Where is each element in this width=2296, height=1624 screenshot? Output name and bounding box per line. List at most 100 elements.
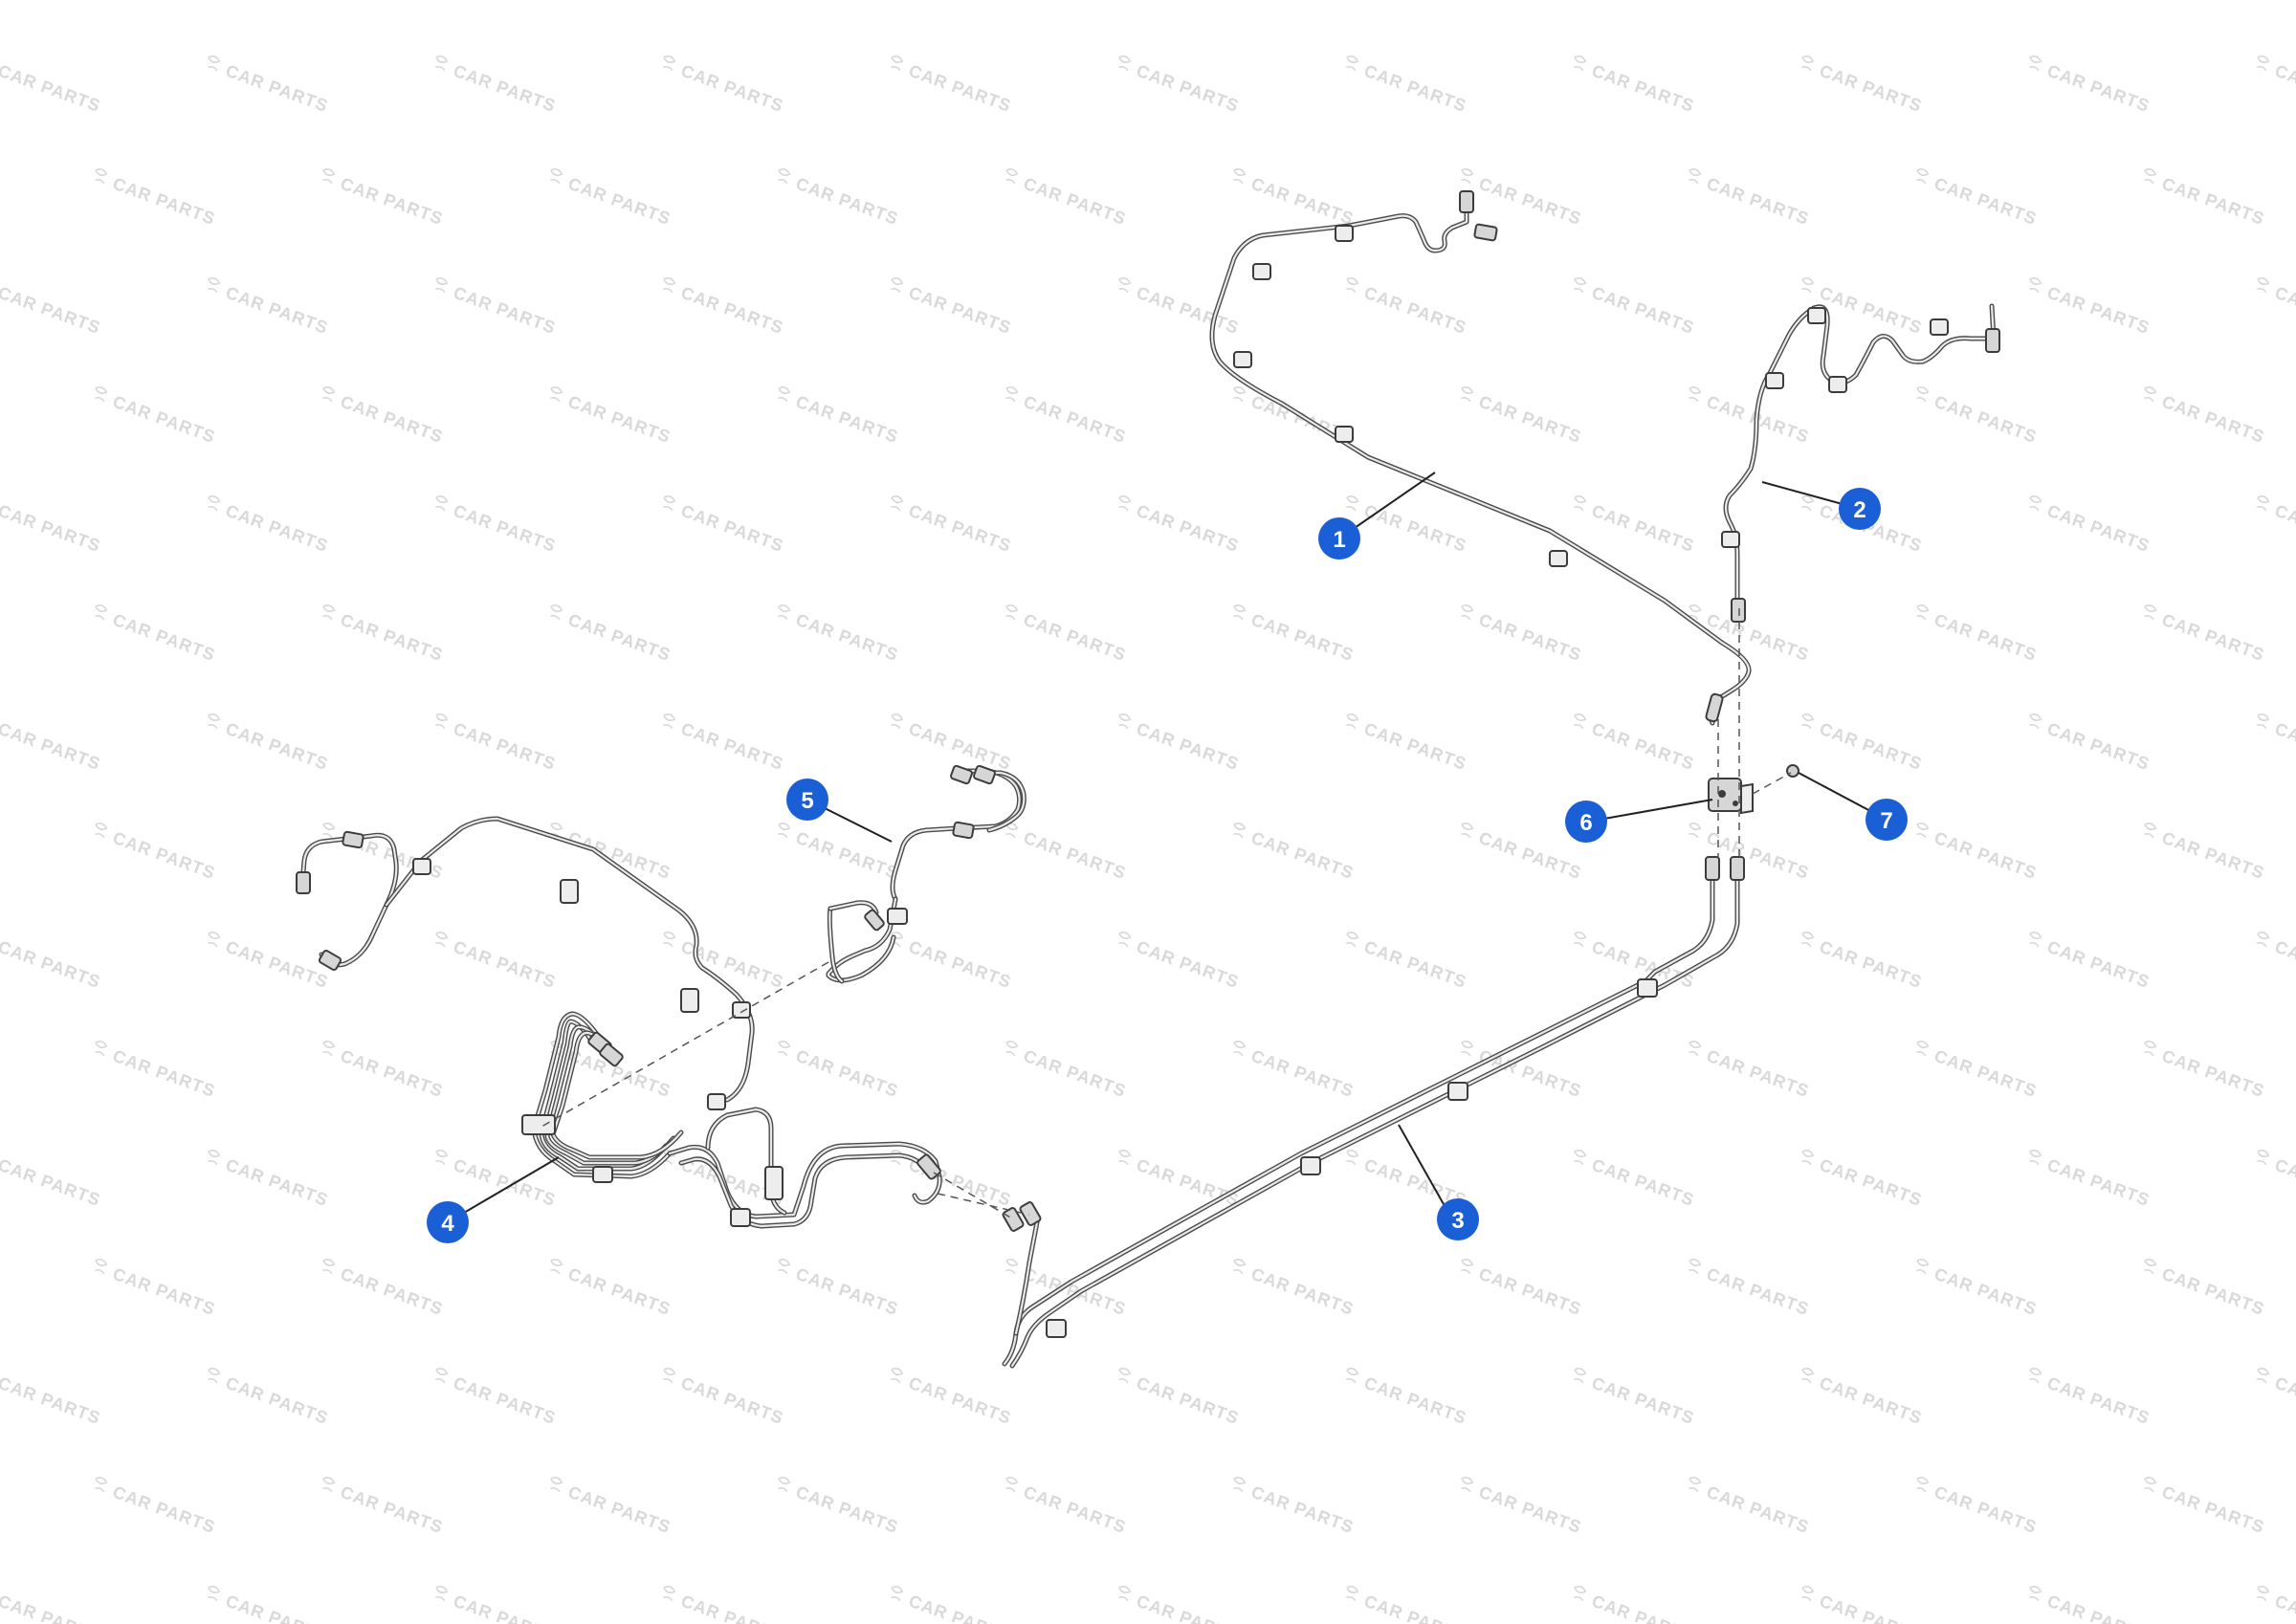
watermark: CAR PARTS [1689,386,1812,447]
watermark-text: CAR PARTS [2159,610,2267,665]
watermark-text: CAR PARTS [906,719,1014,774]
watermark: CAR PARTS [2257,713,2296,774]
watermark-text: CAR PARTS [1361,283,1469,338]
callout-1[interactable]: 1 [1318,517,1360,560]
watermark-text: CAR PARTS [1476,610,1584,665]
watermark: CAR PARTS [1801,1150,1925,1210]
watermark: CAR PARTS [778,386,901,447]
watermark: CAR PARTS [663,277,786,338]
watermark-text: CAR PARTS [1021,1046,1129,1101]
watermark-text: CAR PARTS [1134,1155,1242,1210]
part-7-fastener[interactable] [1786,764,1799,778]
watermark-text: CAR PARTS [2044,1155,2152,1210]
watermark-text: CAR PARTS [1248,1046,1357,1101]
watermark: CAR PARTS [1801,1586,1925,1624]
watermark: CAR PARTS [663,1368,786,1428]
watermark: CAR PARTS [1346,1368,1469,1428]
watermark-text: CAR PARTS [451,719,559,774]
callout-2[interactable]: 2 [1839,488,1881,530]
watermark: CAR PARTS [322,604,446,665]
watermark-text: CAR PARTS [0,283,103,338]
watermark-text: CAR PARTS [565,174,673,229]
watermark-text: CAR PARTS [1021,610,1129,665]
part-3-brake-line[interactable] [1002,856,1745,1369]
watermark: CAR PARTS [1574,1150,1697,1210]
watermark-text: CAR PARTS [223,1155,331,1210]
watermark: CAR PARTS [778,1041,901,1101]
watermark-text: CAR PARTS [1021,392,1129,447]
watermark: CAR PARTS [208,1586,331,1624]
watermark: CAR PARTS [1574,495,1697,556]
watermark: CAR PARTS [1574,713,1697,774]
watermark: CAR PARTS [208,1150,331,1210]
watermark-text: CAR PARTS [0,1373,103,1428]
callout-7[interactable]: 7 [1866,799,1908,841]
watermark: CAR PARTS [1689,1259,1812,1319]
watermark: CAR PARTS [1916,1477,2040,1537]
watermark: CAR PARTS [1118,1368,1242,1428]
callout-5[interactable]: 5 [786,779,828,821]
watermark: CAR PARTS [1233,1259,1357,1319]
part-2-brake-line[interactable] [1721,303,2000,623]
watermark-text: CAR PARTS [1134,61,1242,116]
watermark: CAR PARTS [1233,823,1357,883]
part-5-brake-line[interactable] [826,764,1027,984]
part-4-brake-line[interactable] [296,816,942,1229]
watermark-text: CAR PARTS [1817,283,1925,338]
watermark: CAR PARTS [1118,932,1242,992]
watermark-text: CAR PARTS [338,392,446,447]
watermark-text: CAR PARTS [2159,828,2267,883]
part-1-brake-line[interactable] [1209,190,1752,726]
watermark-text: CAR PARTS [2159,1264,2267,1319]
watermark-text: CAR PARTS [906,61,1014,116]
callout-4[interactable]: 4 [427,1201,469,1243]
watermark-text: CAR PARTS [110,1482,218,1537]
watermark: CAR PARTS [778,168,901,229]
watermark-text: CAR PARTS [1021,1482,1129,1537]
watermark: CAR PARTS [1005,386,1129,447]
watermark-text: CAR PARTS [1361,61,1469,116]
watermark: CAR PARTS [550,823,673,883]
watermark-text: CAR PARTS [1932,392,2040,447]
part-6-valve[interactable] [1708,778,1754,815]
watermark-text: CAR PARTS [0,937,103,992]
watermark-text: CAR PARTS [0,1591,103,1624]
watermark-text: CAR PARTS [906,283,1014,338]
watermark-text: CAR PARTS [906,1591,1014,1624]
watermark: CAR PARTS [1346,1586,1469,1624]
watermark-text: CAR PARTS [1248,1482,1357,1537]
watermark-text: CAR PARTS [110,174,218,229]
watermark-text: CAR PARTS [678,1373,786,1428]
watermark-text: CAR PARTS [2272,1373,2296,1428]
watermark: CAR PARTS [0,1155,103,1210]
watermark-text: CAR PARTS [223,501,331,556]
watermark: CAR PARTS [891,1368,1014,1428]
watermark: CAR PARTS [322,1041,446,1101]
watermark-text: CAR PARTS [338,610,446,665]
watermark: CAR PARTS [1461,1259,1584,1319]
watermark-text: CAR PARTS [1248,610,1357,665]
callout-6[interactable]: 6 [1565,801,1607,843]
watermark-text: CAR PARTS [338,174,446,229]
watermark: CAR PARTS [1118,495,1242,556]
watermark: CAR PARTS [2144,386,2267,447]
watermark: CAR PARTS [435,1368,559,1428]
watermark-text: CAR PARTS [2159,1046,2267,1101]
watermark: CAR PARTS [1574,1586,1697,1624]
watermark-text: CAR PARTS [110,1264,218,1319]
watermark-text: CAR PARTS [793,174,901,229]
watermark: CAR PARTS [95,604,218,665]
watermark-text: CAR PARTS [1932,174,2040,229]
watermark: CAR PARTS [1233,1477,1357,1537]
callout-3[interactable]: 3 [1437,1198,1479,1240]
watermark-text: CAR PARTS [2044,283,2152,338]
watermark: CAR PARTS [2257,1368,2296,1428]
watermark-text: CAR PARTS [2272,1155,2296,1210]
watermark: CAR PARTS [2257,495,2296,556]
watermark: CAR PARTS [2144,604,2267,665]
watermark: CAR PARTS [208,495,331,556]
watermark-text: CAR PARTS [223,719,331,774]
watermark-text: CAR PARTS [1817,1155,1925,1210]
watermark-text: CAR PARTS [1248,174,1357,229]
